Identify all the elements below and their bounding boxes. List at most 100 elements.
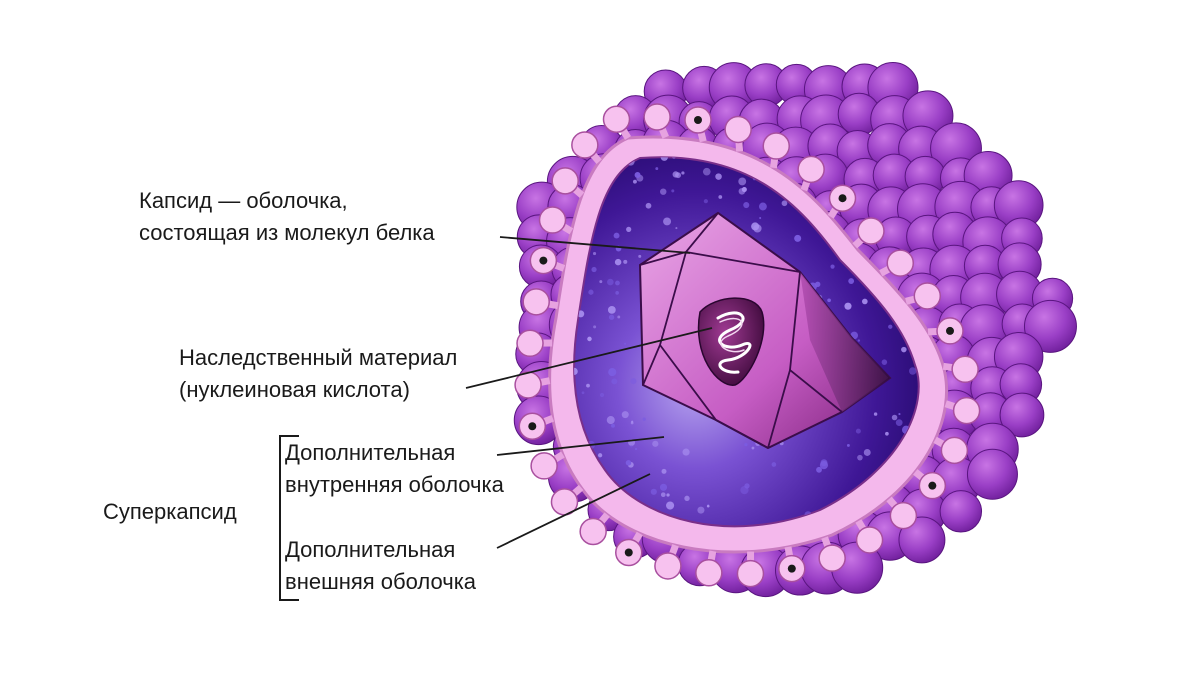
interior-particle: [744, 443, 747, 446]
interior-particle: [599, 280, 602, 283]
interior-particle: [847, 444, 850, 447]
interior-particle: [909, 367, 916, 374]
interior-particle: [744, 483, 749, 488]
interior-particle: [752, 447, 755, 450]
interior-particle: [707, 505, 710, 508]
interior-particle: [704, 199, 708, 203]
interior-particle: [772, 462, 777, 467]
label-inner-line2: внутренняя оболочка: [285, 470, 504, 500]
interior-particle: [759, 217, 761, 219]
interior-particle: [615, 291, 619, 295]
interior-particle: [715, 173, 721, 179]
interior-particle: [862, 299, 868, 305]
interior-particle: [697, 507, 704, 514]
label-capsid-line2: состоящая из молекул белка: [139, 218, 435, 248]
interior-particle: [623, 260, 627, 264]
label-supercapsid: Суперкапсид: [103, 497, 237, 527]
membrane-protein: [580, 515, 607, 545]
interior-particle: [683, 449, 690, 456]
interior-particle: [830, 265, 834, 269]
interior-particle: [896, 419, 903, 426]
interior-particle: [611, 424, 615, 428]
interior-particle: [739, 188, 746, 195]
interior-particle: [607, 416, 615, 424]
interior-particle: [703, 168, 711, 176]
interior-particle: [898, 413, 900, 415]
interior-particle: [848, 278, 854, 284]
label-genetic-line2: (нуклеиновая кислота): [179, 375, 410, 405]
interior-particle: [857, 455, 863, 461]
interior-particle: [593, 252, 596, 255]
label-capsid-line1: Капсид — оболочка,: [139, 186, 348, 216]
interior-particle: [622, 411, 629, 418]
interior-particle: [655, 167, 658, 170]
interior-particle: [675, 227, 677, 229]
interior-particle: [633, 180, 637, 184]
interior-particle: [598, 453, 602, 457]
interior-particle: [631, 422, 634, 425]
interior-particle: [663, 217, 671, 225]
interior-particle: [858, 339, 860, 341]
interior-particle: [600, 393, 604, 397]
membrane-protein: [551, 487, 581, 514]
interior-particle: [856, 429, 861, 434]
interior-particle: [617, 316, 620, 319]
interior-particle: [607, 279, 614, 286]
interior-particle: [666, 501, 674, 509]
interior-particle: [864, 449, 871, 456]
interior-particle: [611, 378, 617, 384]
interior-particle: [652, 441, 658, 447]
interior-particle: [642, 418, 645, 421]
interior-particle: [593, 325, 596, 328]
interior-particle: [901, 347, 907, 353]
interior-particle: [660, 188, 666, 194]
interior-particle: [646, 203, 652, 209]
interior-particle: [738, 178, 746, 186]
interior-particle: [816, 467, 822, 473]
interior-particle: [660, 484, 667, 491]
interior-particle: [615, 281, 620, 286]
interior-particle: [844, 303, 851, 310]
interior-particle: [624, 343, 626, 345]
interior-particle: [630, 378, 636, 384]
label-outer-line1: Дополнительная: [285, 535, 455, 565]
interior-particle: [782, 200, 788, 206]
interior-particle: [673, 171, 679, 177]
interior-particle: [681, 171, 684, 174]
interior-particle: [635, 172, 641, 178]
interior-particle: [874, 412, 877, 415]
interior-particle: [661, 492, 666, 497]
interior-particle: [614, 233, 620, 239]
interior-particle: [626, 460, 632, 466]
label-genetic-line1: Наследственный материал: [179, 343, 457, 373]
interior-particle: [666, 493, 669, 496]
interior-particle: [661, 469, 666, 474]
interior-particle: [651, 489, 657, 495]
interior-particle: [608, 368, 616, 376]
glycoprotein-ball: [940, 491, 981, 532]
interior-particle: [759, 203, 767, 211]
interior-particle: [626, 227, 631, 232]
interior-particle: [794, 235, 801, 242]
interior-particle: [609, 315, 614, 320]
interior-particle: [743, 202, 749, 208]
interior-particle: [671, 189, 674, 192]
interior-particle: [821, 459, 828, 466]
interior-particle: [582, 391, 585, 394]
interior-particle: [827, 298, 831, 302]
interior-particle: [588, 290, 593, 295]
interior-particle: [892, 415, 898, 421]
interior-particle: [638, 255, 641, 258]
interior-particle: [586, 384, 590, 388]
interior-particle: [815, 282, 820, 287]
interior-particle: [608, 306, 616, 314]
interior-particle: [888, 325, 892, 329]
glycoprotein-ball: [967, 449, 1017, 499]
interior-particle: [635, 448, 637, 450]
label-outer-line2: внешняя оболочка: [285, 567, 476, 597]
interior-particle: [684, 496, 689, 501]
interior-particle: [591, 267, 596, 272]
label-inner-line1: Дополнительная: [285, 438, 455, 468]
interior-particle: [882, 359, 888, 365]
